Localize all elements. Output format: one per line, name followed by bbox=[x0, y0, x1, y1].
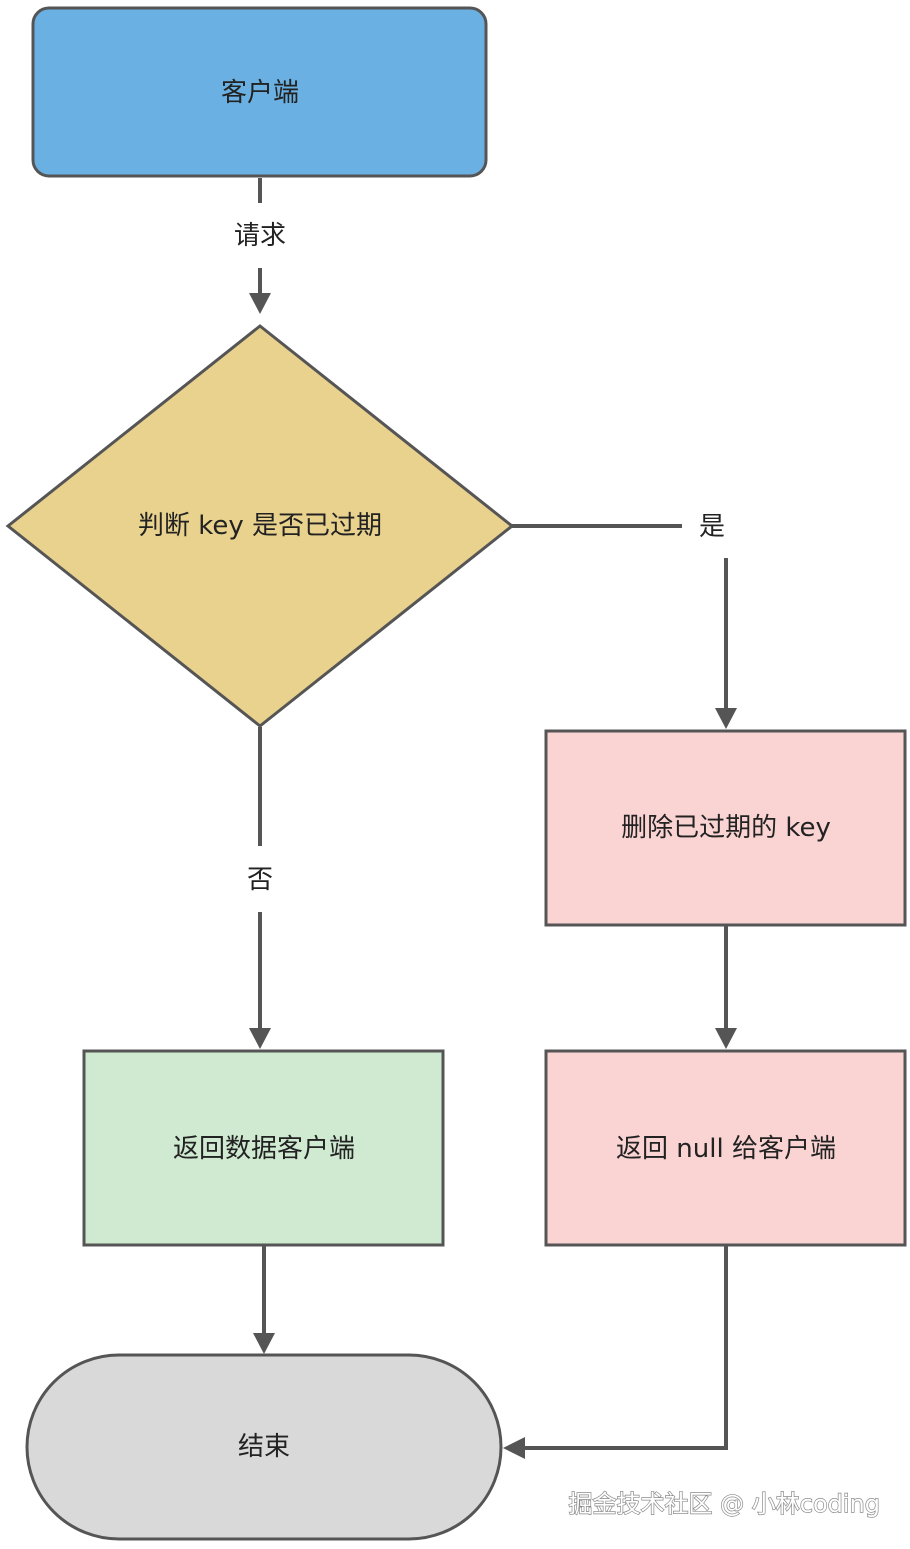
node-return-null: 返回 null 给客户端 bbox=[544, 1049, 907, 1247]
node-check-expired-shape bbox=[5, 324, 515, 728]
node-check-expired: 判断 key 是否已过期 bbox=[5, 324, 515, 728]
node-client: 客户端 bbox=[31, 6, 488, 178]
edge-request-arrowhead bbox=[249, 293, 271, 314]
node-end-label: 结束 bbox=[238, 1432, 290, 1462]
node-return-null-label: 返回 null 给客户端 bbox=[616, 1134, 836, 1164]
edge-delete-to-null-arrowhead bbox=[715, 1028, 737, 1049]
node-delete-key-label: 删除已过期的 key bbox=[621, 813, 831, 843]
node-end-shape bbox=[25, 1353, 503, 1541]
node-return-data-shape bbox=[82, 1049, 445, 1247]
node-return-null-shape bbox=[544, 1049, 907, 1247]
edge-null-to-end-line bbox=[522, 1246, 728, 1450]
edge-data-to-end bbox=[253, 1246, 275, 1354]
edge-yes: 是 bbox=[512, 512, 737, 729]
edge-null-to-end bbox=[503, 1246, 728, 1459]
edge-yes-label: 是 bbox=[699, 512, 725, 542]
node-delete-key: 删除已过期的 key bbox=[544, 729, 907, 927]
node-check-expired-label: 判断 key 是否已过期 bbox=[138, 511, 382, 541]
watermark-label: 掘金技术社区 @ 小林coding bbox=[569, 1490, 880, 1518]
node-end: 结束 bbox=[25, 1353, 503, 1541]
edge-null-to-end-arrowhead bbox=[503, 1437, 525, 1459]
edge-delete-to-null bbox=[715, 926, 737, 1049]
edge-no: 否 bbox=[247, 727, 273, 1049]
node-delete-key-shape bbox=[544, 729, 907, 927]
edge-request-label: 请求 bbox=[234, 221, 286, 251]
node-client-label: 客户端 bbox=[221, 78, 299, 108]
edge-no-arrowhead bbox=[249, 1028, 271, 1049]
node-client-shape bbox=[31, 6, 488, 178]
edge-no-label: 否 bbox=[247, 865, 273, 895]
edge-request: 请求 bbox=[234, 178, 286, 314]
node-return-data: 返回数据客户端 bbox=[82, 1049, 445, 1247]
edge-data-to-end-arrowhead bbox=[253, 1333, 275, 1354]
edge-yes-arrowhead bbox=[715, 708, 737, 729]
node-return-data-label: 返回数据客户端 bbox=[173, 1134, 355, 1164]
